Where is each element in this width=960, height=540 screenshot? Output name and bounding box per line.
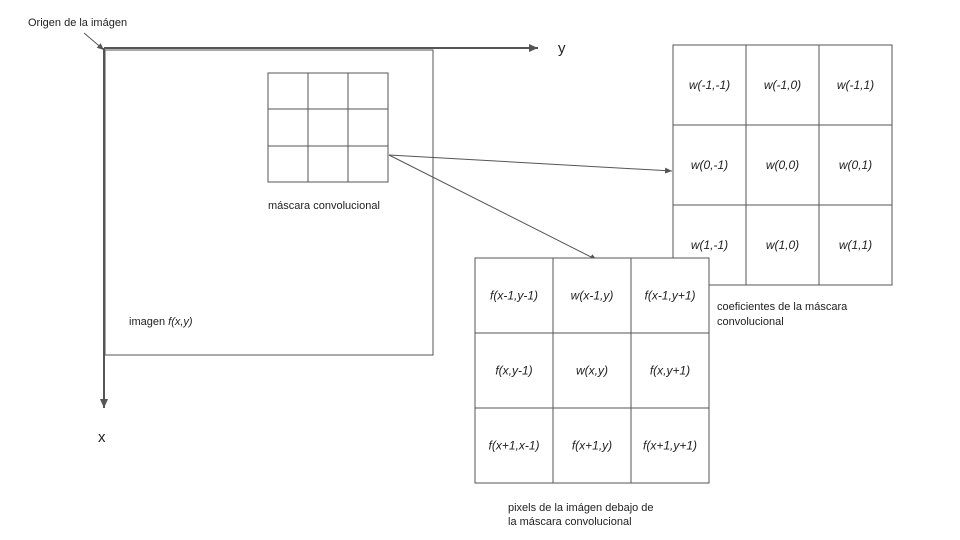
pixels-cell-box [630, 332, 710, 409]
pixels-cell-label: f(x+1,y+1) [643, 439, 697, 453]
pixels-cell-label: w(x,y) [576, 364, 608, 378]
pixels-pointer-arrow [388, 154, 598, 261]
pixels-cell-label: f(x+1,y) [572, 439, 612, 453]
image-label: imagen f(x,y) [129, 316, 193, 328]
y-axis-label: y [558, 40, 566, 57]
coefficients-cell-box [745, 204, 820, 286]
coefficients-cell-label: w(0,1) [839, 158, 872, 172]
coefficients-cell-label: w(0,-1) [691, 158, 728, 172]
coefficients-cell-label: w(1,1) [839, 238, 872, 252]
pixels-cell-label: w(x-1,y) [571, 289, 614, 303]
pixels-grid: f(x-1,y-1) w(x-1,y) f(x-1,y+1) f(x,y-1) w(x,… [474, 257, 710, 484]
coefficients-cell-label: w(0,0) [766, 158, 799, 172]
coefficients-cell-label: w(-1,-1) [689, 78, 730, 92]
origin-pointer-arrow [83, 32, 105, 51]
mask-grid [267, 72, 389, 183]
image-label-function: f(x,y) [168, 316, 193, 328]
pixels-cell-box [552, 407, 632, 484]
pixels-cell-box [630, 257, 710, 334]
coefficients-cell-label: w(-1,0) [764, 78, 801, 92]
pixels-cell-box [630, 407, 710, 484]
pixels-cell-label: f(x-1,y+1) [644, 289, 695, 303]
coefficients-pointer-arrow [388, 154, 673, 174]
coefficients-cell-box [745, 44, 820, 126]
pixels-cell-box [552, 257, 632, 334]
pixels-cell-label: f(x,y+1) [650, 364, 690, 378]
pixels-cell-label: f(x+1,x-1) [488, 439, 539, 453]
pixels-cell-label: f(x-1,y-1) [490, 289, 538, 303]
coefficients-cell-label: w(1,-1) [691, 238, 728, 252]
mask-label: máscara convolucional [268, 200, 380, 212]
mask-grid-border [267, 72, 389, 183]
pixels-cell-box [474, 407, 554, 484]
pixels-cell-box [474, 332, 554, 409]
x-axis-label: x [98, 429, 106, 446]
pixels-cell-box [552, 332, 632, 409]
coefficients-cell-box [672, 44, 747, 126]
image-label-prefix: imagen [129, 316, 168, 328]
coefficients-cell-box [818, 124, 893, 206]
pixels-caption-line-1: pixels de la imágen debajo de [508, 502, 654, 514]
coefficients-grid: w(-1,-1) w(-1,0) w(-1,1) w(0,-1) w(0,0) w(0,1… [672, 44, 893, 286]
coefficients-cell-box [818, 204, 893, 286]
coefficients-caption-line-1: coeficientes de la máscara [717, 301, 848, 313]
pixels-caption-line-2: la máscara convolucional [508, 516, 632, 528]
coefficients-caption-line-2: convolucional [717, 316, 784, 328]
coefficients-cell-label: w(-1,1) [837, 78, 874, 92]
pixels-cell-label: f(x,y-1) [495, 364, 532, 378]
coefficients-cell-label: w(1,0) [766, 238, 799, 252]
origin-label: Origen de la imágen [28, 17, 127, 29]
